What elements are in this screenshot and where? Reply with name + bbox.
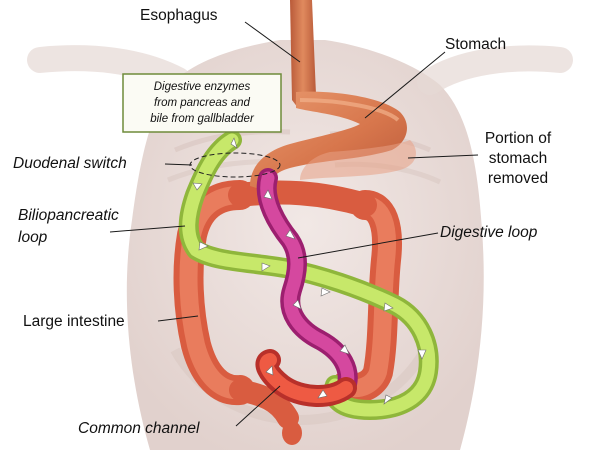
stomach-organ <box>250 91 416 192</box>
labels: Esophagus Stomach Portion of stomach rem… <box>13 7 552 437</box>
arrow-green-2 <box>192 182 203 191</box>
arrow-green-7 <box>417 349 427 360</box>
arrow-red-2 <box>317 389 328 399</box>
arrow-green-8 <box>383 394 393 405</box>
label-stomach: Stomach <box>445 36 506 53</box>
label-portion-removed-2: stomach <box>489 150 548 167</box>
large-intestine <box>173 180 402 445</box>
arrow-magenta-1 <box>263 189 273 200</box>
label-portion-removed-3: removed <box>488 170 548 187</box>
biliopancreatic-limb <box>178 130 439 420</box>
digestive-limb <box>256 168 358 398</box>
enzymes-box <box>122 73 282 133</box>
arrow-magenta-3 <box>292 299 302 310</box>
leader-stomach <box>364 51 446 119</box>
enzymes-line-3: bile from gallbladder <box>150 113 255 125</box>
enzymes-line-1: Digestive enzymes <box>154 81 251 93</box>
label-biliopancreatic-1: Biliopancreatic <box>18 207 119 224</box>
common-channel-segment <box>255 349 357 407</box>
leader-biliopancreatic <box>109 225 186 233</box>
leader-lines <box>109 21 479 427</box>
arrow-green-3 <box>198 241 209 251</box>
arrow-magenta-2 <box>285 229 296 240</box>
label-duodenal-switch: Duodenal switch <box>13 155 127 172</box>
label-large-intestine: Large intestine <box>23 313 125 330</box>
arrow-red-1 <box>265 365 274 376</box>
arrow-green-4 <box>261 262 271 272</box>
leader-digestive-loop <box>297 232 439 259</box>
leader-duodenal-switch <box>164 163 193 166</box>
arrow-green-1 <box>230 137 238 149</box>
label-portion-removed-1: Portion of <box>485 130 552 147</box>
enzymes-line-2: from pancreas and <box>154 97 250 109</box>
label-esophagus: Esophagus <box>140 7 218 24</box>
leader-portion-removed <box>407 154 479 159</box>
arrow-green-5 <box>320 287 331 297</box>
label-common-channel: Common channel <box>78 420 200 437</box>
label-digestive-loop: Digestive loop <box>440 224 538 241</box>
leader-common-channel <box>235 385 281 427</box>
flow-arrows <box>192 137 427 405</box>
esophagus-organ <box>290 0 316 109</box>
leader-large-intestine <box>157 315 199 322</box>
leader-esophagus <box>244 21 301 63</box>
label-biliopancreatic-2: loop <box>18 229 48 246</box>
arrow-green-6 <box>383 302 394 312</box>
enzymes-callout: Digestive enzymes from pancreas and bile… <box>122 73 282 133</box>
arrow-magenta-4 <box>339 344 350 355</box>
